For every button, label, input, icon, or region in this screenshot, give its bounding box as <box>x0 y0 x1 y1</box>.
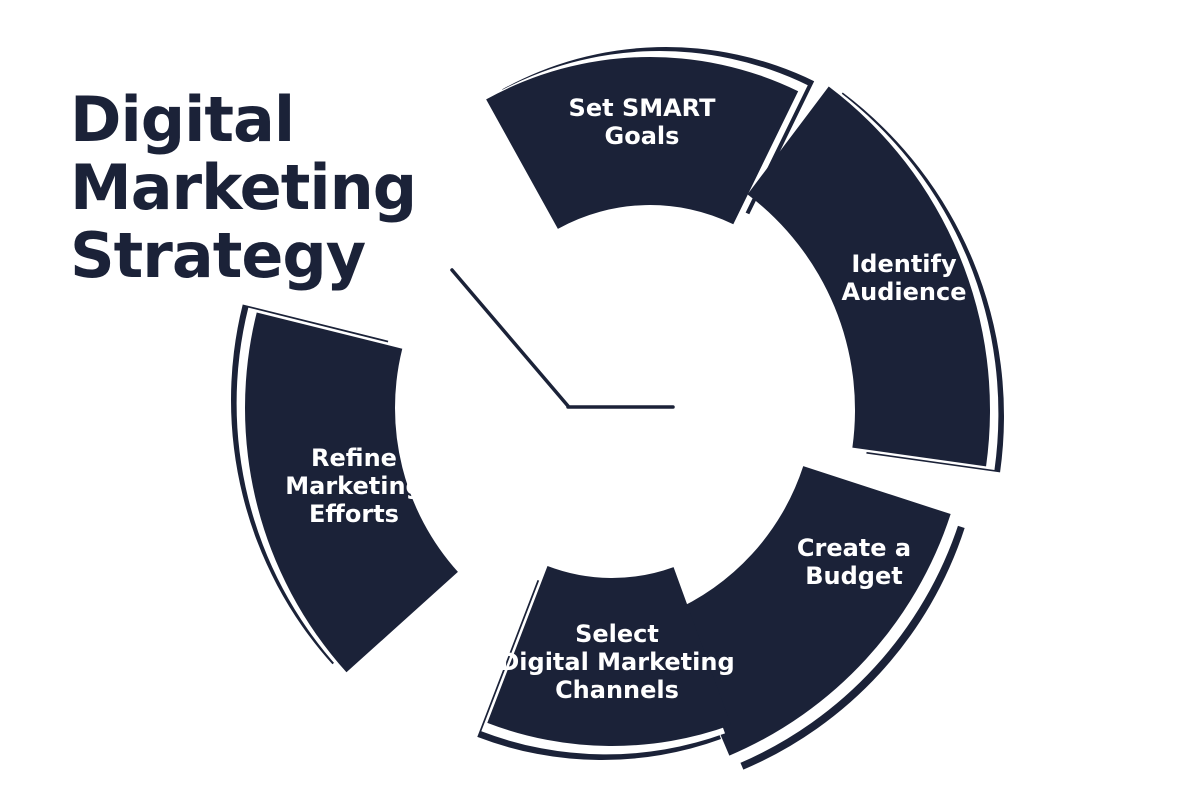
segment-label-line: Set SMART <box>569 94 717 122</box>
segment-set-smart-goals <box>486 57 799 229</box>
title-line-1: Digital <box>70 83 295 156</box>
segment-label-line: Goals <box>605 122 680 150</box>
segment-label-line: Efforts <box>309 500 399 528</box>
segment-label-line: Create a <box>797 534 911 562</box>
center-clock-hands <box>450 268 675 409</box>
segment-label-line: Budget <box>805 562 903 590</box>
segment-label-line: Audience <box>842 278 967 306</box>
title-line-3: Strategy <box>70 219 366 292</box>
segment-label-line: Refine <box>311 444 397 472</box>
segment-label-line: Select <box>575 620 659 648</box>
page-title: Digital Marketing Strategy <box>70 83 417 292</box>
clock-hand-long <box>450 268 570 408</box>
segment-label-line: Channels <box>555 676 679 704</box>
title-line-2: Marketing <box>70 151 417 224</box>
segment-label-line: Marketing <box>285 472 422 500</box>
segment-identify-audience <box>747 86 991 467</box>
segment-label-line: Digital Marketing <box>499 648 734 676</box>
segment-select-channels <box>487 566 732 747</box>
segment-label-line: Identify <box>851 250 957 278</box>
segment-refine-efforts <box>244 312 458 673</box>
segment-create-a-budget <box>668 466 951 756</box>
cycle-segments <box>231 47 1005 770</box>
